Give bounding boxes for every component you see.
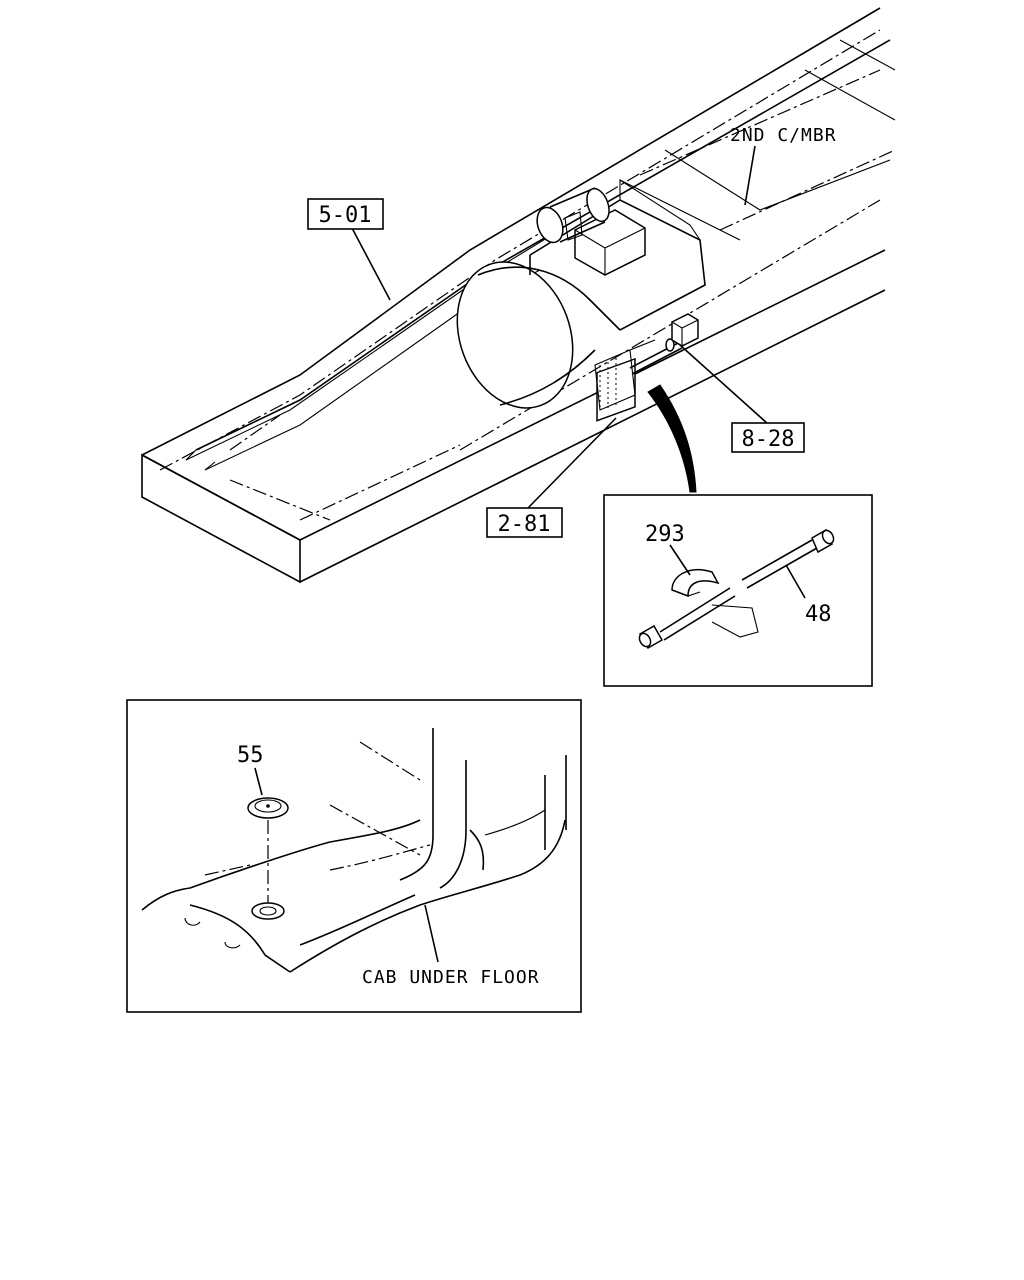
part-label-293: 293 [645, 522, 685, 547]
ref-box-5-01[interactable]: 5-01 [307, 198, 384, 230]
ref-label-8-28: 8-28 [742, 427, 795, 452]
fuel-tank-assembly [456, 178, 706, 409]
leader-lines [351, 145, 769, 509]
part-label-55: 55 [237, 743, 264, 768]
label-cab-under-floor: CAB UNDER FLOOR [362, 967, 540, 988]
ref-box-2-81[interactable]: 2-81 [486, 507, 563, 538]
detail-leader-arrow [647, 384, 697, 493]
detail-box-cab-under-floor: 55 CAB UNDER FLOOR [126, 699, 582, 1013]
part-label-48: 48 [805, 602, 832, 627]
ref-label-2-81: 2-81 [498, 512, 551, 537]
ref-label-5-01: 5-01 [319, 203, 372, 228]
label-second-cross-member: 2ND C/MBR [730, 125, 837, 146]
bracket-components [594, 313, 699, 422]
chassis-frame [141, 7, 896, 584]
detail-box-hose-clip: 293 48 [603, 494, 873, 687]
ref-box-8-28[interactable]: 8-28 [731, 422, 805, 453]
